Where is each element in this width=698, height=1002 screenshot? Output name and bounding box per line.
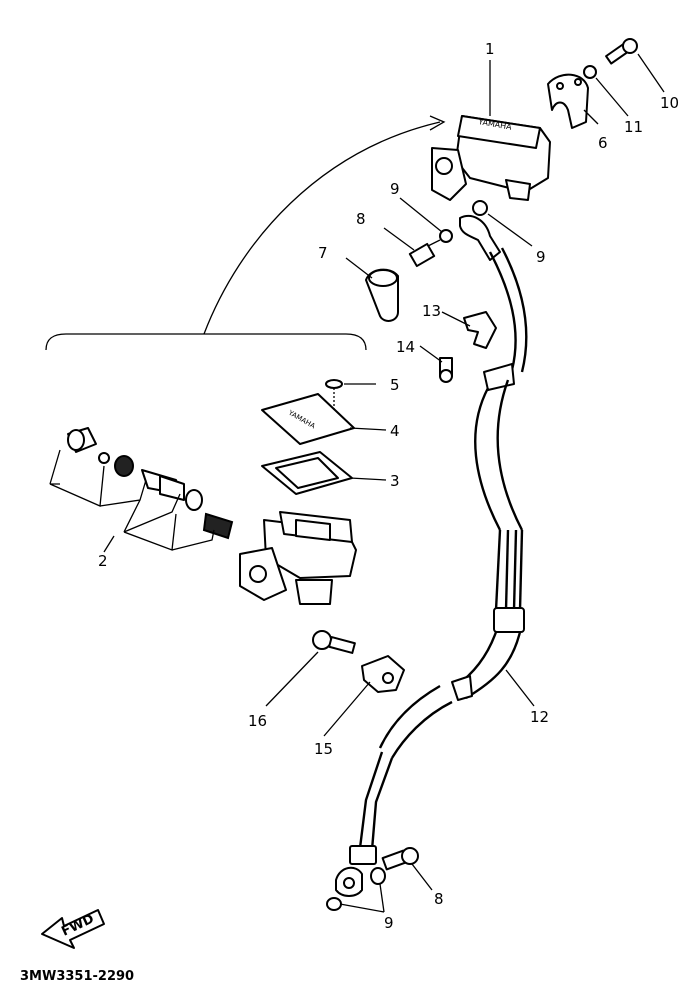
hose-guide — [463, 311, 497, 349]
washer-9-top-left — [439, 229, 453, 243]
callout-5: 5 — [390, 376, 400, 394]
washer-11 — [583, 65, 597, 79]
callout-6: 6 — [598, 134, 608, 152]
callout-9-top-left: 9 — [390, 180, 400, 198]
callout-3: 3 — [390, 472, 400, 490]
brake-hose — [335, 215, 528, 897]
kit-bracket — [49, 449, 215, 551]
bolt-10 — [605, 38, 638, 65]
callout-8-bottom: 8 — [434, 890, 444, 908]
callout-9-bottom: 9 — [384, 914, 394, 932]
callout-11: 11 — [624, 118, 643, 136]
detail-arrow — [203, 121, 441, 335]
detail-bracket — [45, 333, 367, 351]
washer-9-top-right — [472, 200, 488, 216]
bolt-14 — [439, 357, 453, 383]
callout-13: 13 — [422, 302, 441, 320]
washer-9-bottom-left — [326, 897, 342, 911]
holder — [547, 73, 589, 129]
callout-14: 14 — [396, 338, 415, 356]
callout-7: 7 — [318, 244, 328, 262]
diagram-code: 3MW3351-2290 — [20, 969, 134, 984]
screw-5 — [325, 379, 343, 410]
callout-16: 16 — [248, 712, 267, 730]
callout-1: 1 — [485, 40, 495, 58]
callout-12: 12 — [530, 708, 549, 726]
callout-4: 4 — [390, 422, 400, 440]
callout-8-top: 8 — [356, 210, 366, 228]
clamp-15 — [361, 655, 405, 693]
union-bolt-top — [408, 239, 441, 268]
washer-9-bottom-right — [370, 867, 386, 885]
bolt-16 — [312, 630, 356, 654]
leader-lines — [265, 53, 665, 913]
union-bolt-bottom — [381, 847, 419, 871]
master-cylinder-assembly: YAMAHA — [431, 115, 551, 201]
callout-9-top-right: 9 — [536, 248, 546, 266]
forward-direction-badge: FWD — [41, 909, 105, 949]
callout-15: 15 — [314, 740, 333, 758]
master-cylinder-body — [239, 511, 357, 605]
callout-2: 2 — [98, 552, 108, 570]
callout-10: 10 — [660, 94, 679, 112]
